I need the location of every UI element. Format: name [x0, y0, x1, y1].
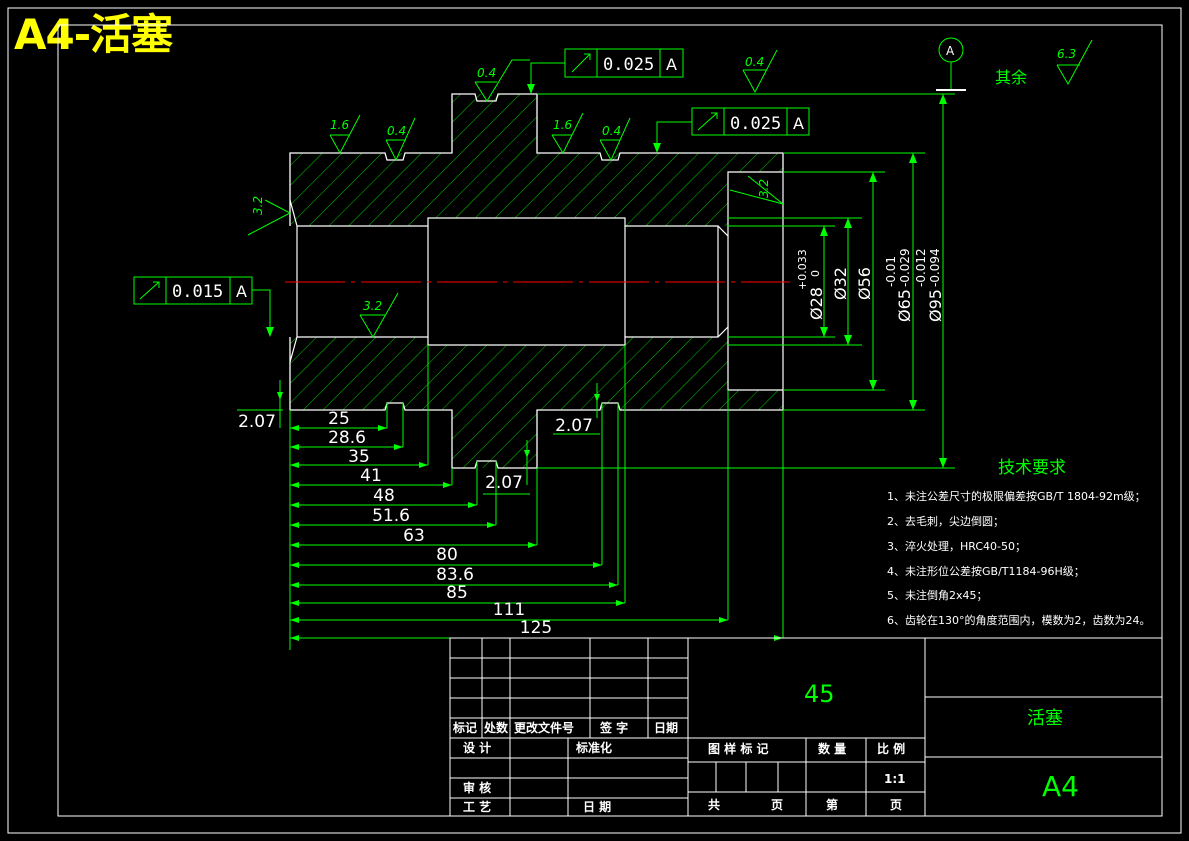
tolerance-frame: 0.015 A	[133, 276, 274, 337]
length-label: 28.6	[328, 428, 366, 448]
datum-symbol: A	[936, 37, 966, 91]
upper-wall-hatch	[290, 94, 783, 226]
diameter-lower-tol: -0.094	[928, 248, 942, 287]
length-label: 41	[360, 466, 382, 486]
scale-label: 比 例	[877, 741, 905, 756]
length-label: 125	[520, 618, 552, 638]
diameter-lower-tol: -0.029	[898, 248, 912, 287]
roughness-rest-value: 6.3	[1057, 47, 1076, 61]
tolerance-value: 0.025	[603, 55, 654, 75]
lower-wall-hatch	[290, 337, 783, 468]
tech-item: 4、未注形位公差按GB/T1184-96H级；	[887, 564, 1085, 578]
standardization-label: 标准化	[575, 740, 612, 755]
length-label: 35	[348, 447, 370, 467]
roughness-label: 3.2	[757, 179, 771, 198]
length-label: 51.6	[372, 506, 410, 526]
diameter-label: Ø56	[855, 267, 874, 300]
page-label: 页	[771, 798, 783, 812]
rev-header: 签 字	[599, 720, 628, 735]
tolerance-datum: A	[793, 114, 804, 133]
tech-item: 6、齿轮在130°的角度范围内，模数为2，齿数为24。	[887, 613, 1151, 627]
material-value: 45	[804, 680, 835, 708]
roughness-label: 1.6	[330, 118, 349, 132]
roughness-label: 0.4	[602, 124, 621, 138]
groove-width-label: 2.07	[555, 416, 593, 436]
quantity-label: 数 量	[818, 741, 846, 756]
tolerance-frame: 0.025 A	[653, 107, 810, 153]
diameter-arrows	[820, 94, 947, 468]
roughness-label: 0.4	[745, 55, 764, 69]
length-label: 48	[373, 486, 395, 506]
length-labels: 25 28.6 35 41 48 51.6 63 80 83.6 85 111 …	[238, 409, 593, 638]
roughness-label: 3.2	[363, 299, 382, 313]
left-chamfer	[289, 199, 298, 227]
tech-item: 5、未注倒角2x45；	[887, 588, 988, 602]
diameter-upper-tol: -0.01	[884, 256, 898, 287]
roughness-label: 1.6	[553, 118, 572, 132]
length-arrows	[277, 392, 783, 641]
length-label: 85	[446, 583, 468, 603]
total-label: 共	[708, 797, 720, 812]
roughness-label: 0.4	[387, 124, 406, 138]
diameter-dimensions	[537, 93, 955, 469]
diameter-upper-tol: +0.033	[796, 249, 809, 290]
roughness-rest-label: 其余	[995, 68, 1027, 87]
tech-item: 3、淬火处理，HRC40-50；	[887, 539, 1026, 553]
tolerance-value: 0.015	[172, 282, 223, 302]
groove-width-label: 2.07	[485, 473, 523, 493]
page-label: 页	[890, 798, 902, 812]
diameter-label: Ø95	[926, 289, 945, 322]
rev-header: 标记	[452, 720, 477, 735]
length-label: 63	[403, 526, 425, 546]
tech-heading: 技术要求	[998, 458, 1066, 478]
roughness-label: 0.4	[477, 66, 496, 80]
rev-header: 处数	[483, 720, 509, 735]
groove-width-label: 2.07	[238, 412, 276, 432]
scale-value: 1:1	[884, 772, 906, 786]
outer-border	[7, 7, 1182, 834]
review-label: 审 核	[463, 780, 491, 795]
tolerance-datum: A	[666, 55, 677, 74]
tech-item: 2、去毛刺，尖边倒圆；	[887, 515, 1004, 528]
roughness-marks	[247, 39, 1093, 338]
length-label: 111	[493, 600, 525, 620]
title-block	[449, 637, 1163, 817]
diameter-label: Ø65	[895, 289, 914, 322]
tolerance-value: 0.025	[730, 114, 781, 134]
tolerance-datum: A	[236, 282, 247, 301]
title-block-text: 标记 处数 更改文件号 签 字 日期 设 计 标准化 审 核 工 艺 日 期 图…	[452, 680, 1079, 814]
datum-label: A	[946, 44, 955, 58]
diameter-label: Ø28	[807, 287, 826, 320]
left-chamfer-lower	[289, 336, 298, 363]
diameter-lower-tol: 0	[809, 270, 822, 277]
outer-contour-lower	[289, 337, 784, 469]
length-label: 80	[436, 545, 458, 565]
roughness-label: 3.2	[251, 196, 265, 215]
drawing-mark-label: 图 样 标 记	[708, 741, 769, 756]
tolerance-frame: 0.025 A	[527, 48, 684, 94]
part-name: 活塞	[1027, 708, 1063, 729]
process-label: 工 艺	[463, 799, 491, 814]
design-label: 设 计	[463, 740, 491, 755]
diameter-label: Ø32	[831, 267, 850, 300]
date-label: 日 期	[583, 799, 611, 814]
length-label: 83.6	[436, 565, 474, 585]
rev-header: 日期	[654, 720, 678, 735]
sheet-label: 第	[826, 797, 838, 812]
page-title: A4-活塞	[14, 10, 173, 59]
sheet-size: A4	[1042, 770, 1079, 803]
length-label: 25	[328, 409, 350, 429]
rev-header: 更改文件号	[514, 720, 574, 735]
tech-requirements: 技术要求 1、未注公差尺寸的极限偏差按GB/T 1804-92m级； 2、去毛刺…	[887, 458, 1151, 627]
length-dimensions	[237, 345, 784, 650]
roughness-labels: 0.4 1.6 0.4 1.6 0.4 0.4 3.2 3.2 3.2 6.3	[251, 47, 1076, 313]
part-section	[285, 93, 790, 469]
diameter-upper-tol: -0.012	[914, 248, 928, 287]
diameter-labels: Ø28 +0.033 0 Ø32 Ø56 Ø65 -0.01 -0.029 Ø9…	[796, 248, 945, 322]
tech-item: 1、未注公差尺寸的极限偏差按GB/T 1804-92m级；	[887, 489, 1146, 503]
